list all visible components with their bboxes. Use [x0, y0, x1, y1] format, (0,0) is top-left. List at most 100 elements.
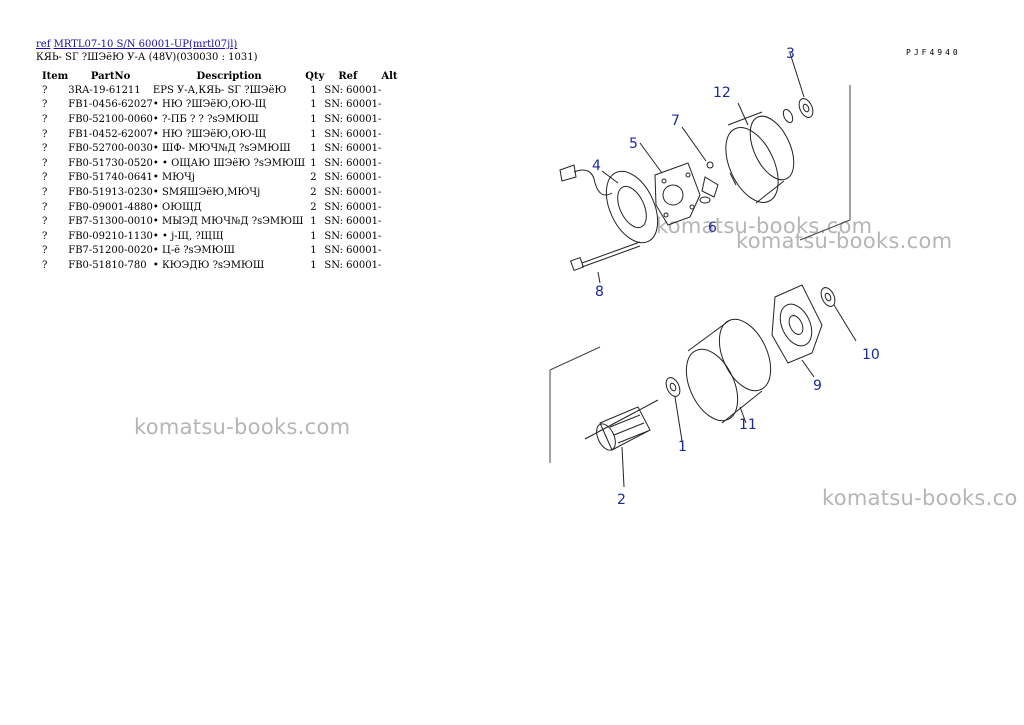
callout-11: 11	[739, 417, 757, 433]
ref-cell: SN: 60001-	[324, 259, 382, 271]
ref-cell: SN: 60001-	[324, 99, 382, 111]
description-cell: EPS У-А,КЯЬ- SГ ?ШЭёЮ	[152, 84, 287, 96]
item-cell: ?	[42, 230, 48, 242]
col-ref: Ref	[338, 70, 358, 82]
description-cell: • • ОЩАЮ ШЭёЮ ?sЭМЮШ	[152, 157, 306, 169]
group-boundary	[549, 85, 851, 463]
callout-7: 7	[671, 113, 680, 129]
qty-cell: 1	[310, 259, 317, 271]
alt-cell	[381, 127, 397, 142]
callout-5: 5	[629, 136, 638, 152]
partno-cell: FB0-09210-1130	[68, 230, 153, 242]
ref-cell: SN: 60001-	[324, 84, 382, 96]
ref-cell: SN: 60001-	[324, 157, 382, 169]
table-row: ? FB0-09210-1130• • ј-Щ, ?ЩЩ 1 SN: 60001-	[36, 229, 398, 244]
col-partno: PartNo	[90, 70, 131, 82]
callout-8: 8	[595, 284, 604, 300]
parts-list-panel: ref MRTL07-10 S/N 60001-UP(mrtl07jl) КЯЬ…	[36, 39, 398, 273]
ref-cell: SN: 60001-	[324, 113, 382, 125]
partno-cell: FB1-0452-62007	[68, 128, 153, 140]
partno-cell: FB0-51730-0520	[68, 157, 153, 169]
col-item: Item	[42, 70, 69, 82]
alt-cell	[381, 200, 397, 215]
alt-cell	[381, 258, 397, 273]
description-cell: • ОЮЩД	[152, 201, 202, 213]
assembly-title: КЯЬ- SГ ?ШЭёЮ У-А (48V)(030030 : 1031)	[36, 52, 258, 63]
ref-cell: SN: 60001-	[324, 143, 382, 155]
alt-cell	[381, 214, 397, 229]
reference-line: ref MRTL07-10 S/N 60001-UP(mrtl07jl)	[36, 39, 376, 51]
table-row: ? FB0-51913-0230• SМЯШЭёЮ,МЮЧј 2 SN: 60001-	[36, 185, 398, 200]
description-cell: • МЮЧј	[152, 172, 196, 184]
item-cell: ?	[42, 259, 48, 271]
description-cell: • НЮ ?ШЭёЮ,ОЮ-Щ	[152, 128, 267, 140]
item-cell: ?	[42, 186, 48, 198]
item-cell: ?	[42, 143, 48, 155]
plate-part-5	[639, 142, 701, 226]
ref-cell: SN: 60001-	[324, 186, 382, 198]
qty-cell: 1	[310, 99, 317, 111]
item-cell: ?	[42, 172, 48, 184]
ref-cell: SN: 60001-	[324, 230, 382, 242]
item-cell: ?	[42, 84, 48, 96]
callout-9: 9	[813, 378, 822, 394]
description-cell: • Ц-ё ?sЭМЮШ	[152, 245, 235, 257]
callout-12: 12	[713, 85, 731, 101]
watermark: komatsu-books.com	[736, 229, 953, 253]
qty-cell: 1	[310, 143, 317, 155]
end-frame-part-9	[771, 284, 823, 378]
callout-10: 10	[862, 347, 880, 363]
qty-cell: 1	[310, 128, 317, 140]
parts-table: Item PartNo Description Qty Ref Alt ?3RA…	[36, 69, 398, 273]
partno-cell: FB0-51740-0641	[68, 172, 153, 184]
qty-cell: 2	[310, 201, 317, 213]
ref-cell: SN: 60001-	[324, 245, 382, 257]
item-cell: ?	[42, 216, 48, 228]
alt-cell	[381, 112, 397, 127]
ref-cell: SN: 60001-	[324, 201, 382, 213]
table-header-row: Item PartNo Description Qty Ref Alt	[36, 69, 398, 83]
partno-cell: FB0-52100-0060	[68, 113, 153, 125]
alt-cell	[381, 83, 397, 98]
qty-cell: 1	[310, 113, 317, 125]
alt-cell	[381, 156, 397, 171]
callout-6: 6	[708, 220, 717, 236]
description-cell: • • ј-Щ, ?ЩЩ	[152, 230, 224, 242]
qty-cell: 1	[310, 230, 317, 242]
qty-cell: 2	[310, 186, 317, 198]
partno-cell: FB7-51300-0010	[68, 216, 153, 228]
partno-cell: FB7-51200-0020	[68, 245, 153, 257]
bolt-part-8	[569, 241, 641, 284]
description-cell: • SМЯШЭёЮ,МЮЧј	[152, 186, 261, 198]
item-cell: ?	[42, 128, 48, 140]
item-cell: ?	[42, 99, 48, 111]
watermark: komatsu-books.co	[822, 486, 1018, 510]
ref-link[interactable]: ref	[36, 39, 51, 50]
small-parts-6-7	[681, 126, 737, 204]
yoke-part-11	[685, 318, 772, 424]
description-cell: • НЮ ?ШЭёЮ,ОЮ-Щ	[152, 99, 267, 111]
callout-4: 4	[592, 158, 601, 174]
description-cell: • ШФ- МЮЧ№Д ?sЭМЮШ	[152, 143, 291, 155]
partno-cell: FB0-51913-0230	[68, 186, 153, 198]
qty-cell: 1	[310, 245, 317, 257]
model-link[interactable]: MRTL07-10 S/N 60001-UP(mrtl07jl)	[53, 39, 238, 50]
col-description: Description	[196, 70, 262, 82]
alt-cell	[381, 229, 397, 244]
bearing-part-10	[820, 287, 857, 342]
col-alt: Alt	[381, 70, 398, 82]
item-cell: ?	[42, 201, 48, 213]
alt-cell	[381, 171, 397, 186]
qty-cell: 1	[310, 157, 317, 169]
description-cell: • ?-ПБ ? ? ?sЭМЮШ	[152, 113, 259, 125]
